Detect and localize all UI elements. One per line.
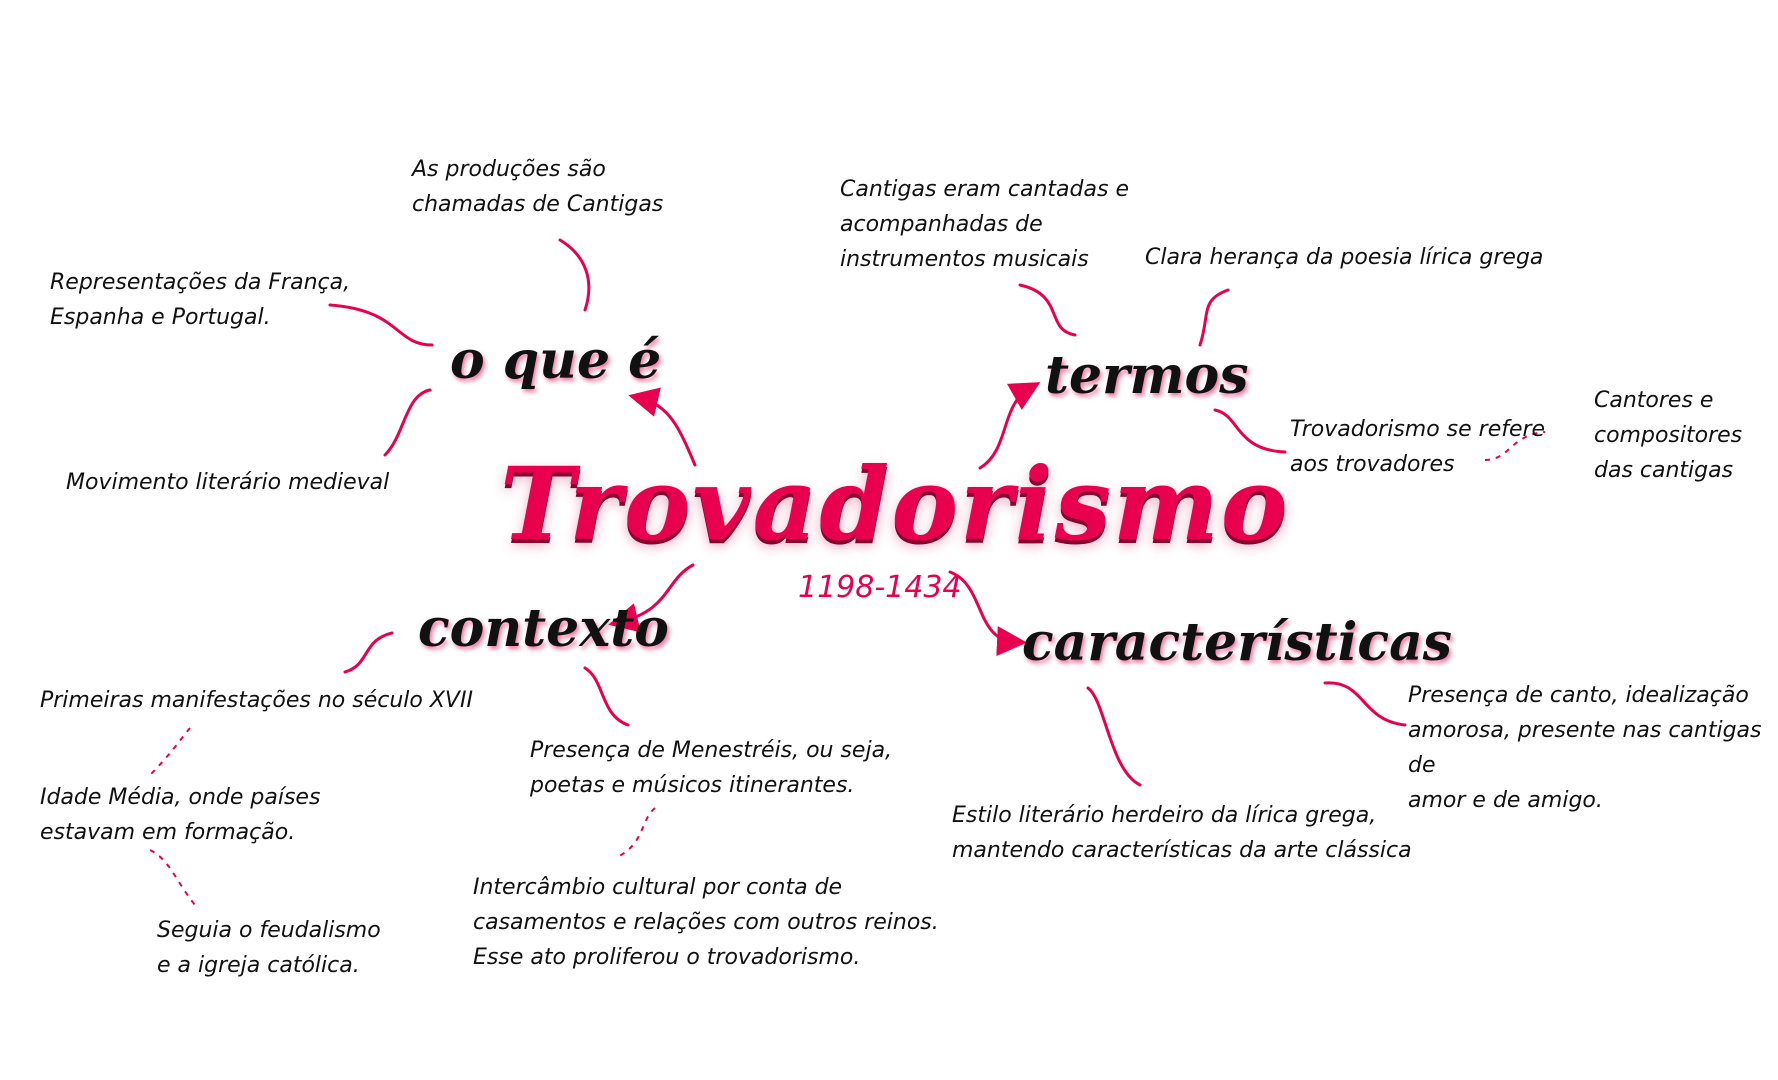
period-years: 1198-1434 <box>798 570 962 605</box>
connector-cantores <box>1484 431 1546 461</box>
connector-intercambio <box>614 807 656 859</box>
connector-movimento <box>383 388 432 457</box>
connector-representacoes <box>328 303 434 347</box>
note-producoes: As produções são chamadas de Cantigas <box>412 157 664 217</box>
note-intercambio: Intercâmbio cultural por conta de casame… <box>473 875 939 970</box>
note-heranca: Clara herança da poesia lírica grega <box>1145 245 1544 270</box>
note-cantigas: Cantigas eram cantadas e acompanhadas de… <box>840 177 1129 272</box>
note-primeiras: Primeiras manifestações no século XVII <box>40 688 473 713</box>
branch-contexto: contexto <box>418 598 669 659</box>
branch-o-que-e: o que é <box>450 330 662 391</box>
note-estilo: Estilo literário herdeiro da lírica greg… <box>952 803 1412 863</box>
note-representacoes: Representações da França, Espanha e Port… <box>50 270 351 330</box>
connector-canto <box>1323 681 1407 727</box>
connector-idade-media <box>149 727 191 776</box>
note-canto: Presença de canto, idealização amorosa, … <box>1408 683 1762 813</box>
connector-estilo <box>1086 686 1142 787</box>
connector-center-contexto <box>608 563 695 633</box>
branch-caracteristicas: características <box>1022 612 1453 673</box>
connector-primeiras <box>343 631 394 674</box>
note-cantores: Cantores e compositores das cantigas <box>1594 388 1743 483</box>
connector-menestreis <box>583 666 630 727</box>
connector-center-caracteristicas <box>948 570 1027 657</box>
connector-cantigas <box>1018 283 1077 337</box>
note-trovadores: Trovadorismo se refere aos trovadores <box>1290 417 1546 477</box>
note-menestreis: Presença de Menestréis, ou seja, poetas … <box>530 738 893 798</box>
branch-termos: termos <box>1045 345 1249 406</box>
note-idade-media: Idade Média, onde países estavam em form… <box>40 785 321 845</box>
connector-center-oque <box>628 387 697 467</box>
central-title: Trovadorismo <box>500 445 1290 563</box>
connector-trovadores <box>1213 408 1287 454</box>
note-feudalismo: Seguia o feudalismo e a igreja católica. <box>157 918 381 978</box>
connector-producoes <box>558 238 591 312</box>
connector-heranca <box>1198 288 1230 347</box>
connector-center-termos <box>978 382 1041 470</box>
note-movimento: Movimento literário medieval <box>66 470 390 495</box>
connector-feudalismo <box>149 849 196 906</box>
